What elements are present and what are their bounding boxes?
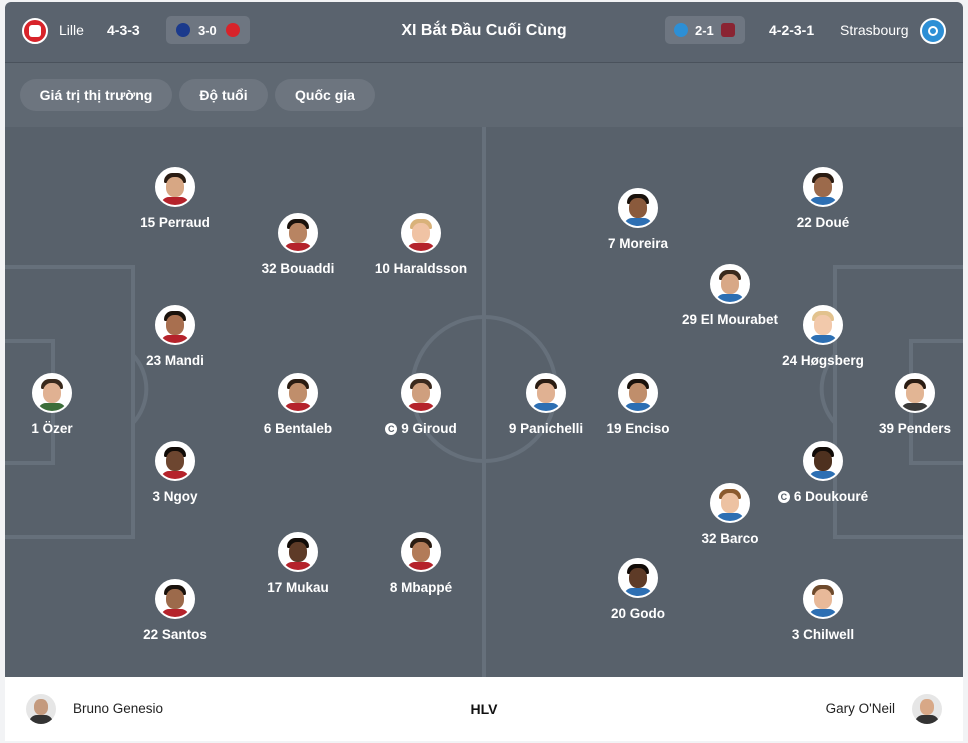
metz-crest-icon	[721, 23, 735, 37]
home-player[interactable]: 22 Santos	[115, 579, 235, 643]
player-avatar	[278, 213, 318, 253]
away-player[interactable]: 39 Penders	[855, 373, 963, 437]
player-label: 3 Ngoy	[152, 489, 198, 504]
player-avatar	[278, 373, 318, 413]
player-label: 23 Mandi	[146, 353, 204, 368]
away-formation: 4-2-3-1	[769, 22, 815, 38]
player-label: 32 Barco	[701, 531, 759, 546]
player-label: 3 Chilwell	[791, 627, 855, 642]
player-label: 22 Doué	[796, 215, 850, 230]
home-formation: 4-3-3	[107, 22, 140, 38]
captain-icon: C	[385, 423, 398, 435]
player-label: 6 Bentaleb	[263, 421, 333, 436]
player-avatar	[618, 558, 658, 598]
filter-bar: Giá trị thị trường Độ tuổi Quốc gia	[5, 63, 963, 127]
away-coach-name[interactable]: Gary O'Neil	[825, 701, 895, 716]
player-avatar	[895, 373, 935, 413]
player-label: 24 Høgsberg	[782, 353, 864, 368]
filter-nationality[interactable]: Quốc gia	[275, 79, 375, 111]
pitch-lines	[5, 127, 963, 677]
player-label: 8 Mbappé	[389, 580, 453, 595]
player-label: 19 Enciso	[606, 421, 670, 436]
player-avatar	[155, 305, 195, 345]
home-player[interactable]: 32 Bouaddi	[238, 213, 358, 277]
player-avatar	[32, 373, 72, 413]
strasbourg-crest-icon[interactable]	[920, 18, 946, 44]
lille-crest-icon[interactable]	[22, 18, 48, 44]
filter-market-value[interactable]: Giá trị thị trường	[20, 79, 172, 111]
home-player[interactable]: 15 Perraud	[115, 167, 235, 231]
home-player[interactable]: 17 Mukau	[238, 532, 358, 596]
pitch: 15 Perraud 32 Bouaddi 10 Haraldsson 23 M…	[5, 127, 963, 677]
player-avatar	[803, 305, 843, 345]
home-last-score: 3-0	[198, 23, 217, 38]
strasbourg-mini-crest-icon	[674, 23, 688, 37]
filter-age[interactable]: Độ tuổi	[179, 79, 268, 111]
player-avatar	[618, 373, 658, 413]
home-team-name[interactable]: Lille	[59, 22, 84, 38]
player-label: 29 El Mourabet	[681, 312, 779, 327]
away-player[interactable]: 29 El Mourabet	[670, 264, 790, 328]
player-label: 10 Haraldsson	[374, 261, 468, 276]
player-avatar	[710, 264, 750, 304]
psg-crest-icon	[176, 23, 190, 37]
player-label: 9 Panichelli	[508, 421, 584, 436]
home-player[interactable]: 23 Mandi	[115, 305, 235, 369]
home-last-result[interactable]: 3-0	[166, 16, 250, 44]
home-coach-avatar[interactable]	[26, 694, 56, 724]
player-label: 20 Godo	[610, 606, 665, 621]
player-label: 32 Bouaddi	[261, 261, 335, 276]
away-team-name[interactable]: Strasbourg	[840, 22, 909, 38]
player-avatar	[401, 532, 441, 572]
player-avatar	[155, 441, 195, 481]
coach-bar: Bruno Genesio HLV Gary O'Neil	[5, 677, 963, 741]
player-avatar	[803, 167, 843, 207]
player-avatar	[278, 532, 318, 572]
player-avatar	[155, 167, 195, 207]
away-player[interactable]: 7 Moreira	[578, 188, 698, 252]
player-label: 1 Özer	[31, 421, 73, 436]
coach-label: HLV	[470, 701, 498, 717]
player-avatar	[710, 483, 750, 523]
player-avatar	[526, 373, 566, 413]
player-avatar	[401, 373, 441, 413]
player-label: 7 Moreira	[607, 236, 669, 251]
player-label: 22 Santos	[143, 627, 207, 642]
lille-mini-crest-icon	[226, 23, 240, 37]
home-player[interactable]: 1 Özer	[5, 373, 112, 437]
home-player[interactable]: 6 Bentaleb	[238, 373, 358, 437]
home-player[interactable]: 10 Haraldsson	[361, 213, 481, 277]
lineup-header: Lille 4-3-3 3-0 XI Bắt Đầu Cuối Cùng 2-1…	[5, 2, 963, 63]
home-player[interactable]: 3 Ngoy	[115, 441, 235, 505]
away-player[interactable]: 20 Godo	[578, 558, 698, 622]
page-title: XI Bắt Đầu Cuối Cùng	[401, 22, 567, 39]
home-coach-name[interactable]: Bruno Genesio	[73, 701, 164, 716]
away-player[interactable]: 19 Enciso	[578, 373, 698, 437]
away-last-score: 2-1	[695, 23, 714, 38]
away-player[interactable]: 22 Doué	[763, 167, 883, 231]
player-label: 15 Perraud	[140, 215, 210, 230]
captain-icon: C	[777, 491, 790, 503]
home-player[interactable]: 8 Mbappé	[361, 532, 481, 596]
player-avatar	[803, 579, 843, 619]
away-player[interactable]: 24 Høgsberg	[763, 305, 883, 369]
away-last-result[interactable]: 2-1	[665, 16, 745, 44]
away-coach-avatar[interactable]	[912, 694, 942, 724]
player-label: 39 Penders	[878, 421, 952, 436]
away-player[interactable]: 9 Panichelli	[486, 373, 606, 437]
player-avatar	[803, 441, 843, 481]
player-avatar	[155, 579, 195, 619]
away-player[interactable]: 3 Chilwell	[763, 579, 883, 643]
away-player[interactable]: 32 Barco	[670, 483, 790, 547]
lineup-card: Lille 4-3-3 3-0 XI Bắt Đầu Cuối Cùng 2-1…	[5, 2, 963, 741]
player-avatar	[618, 188, 658, 228]
player-label: 17 Mukau	[267, 580, 329, 595]
player-avatar	[401, 213, 441, 253]
